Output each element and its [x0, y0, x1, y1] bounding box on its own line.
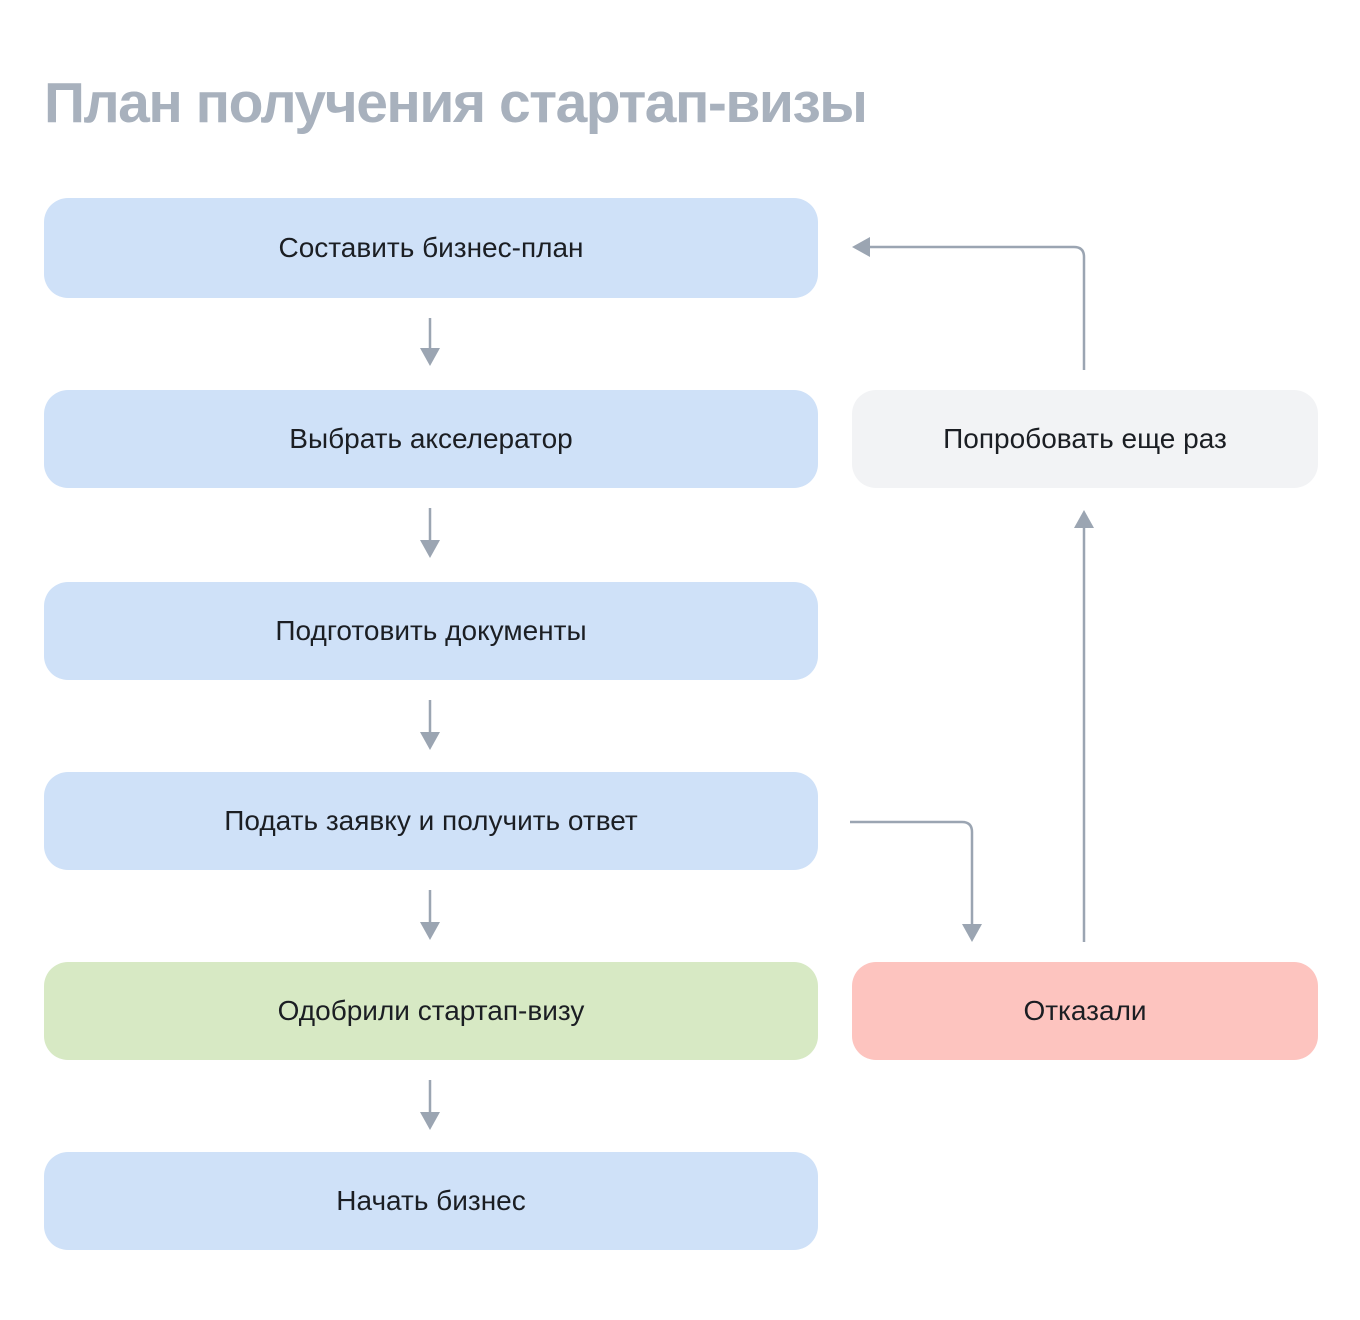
arrowhead-try-again-to-step1 — [852, 237, 870, 257]
node-try-again: Попробовать еще раз — [852, 390, 1318, 488]
arrowhead-rejected-to-try-again — [1074, 510, 1094, 528]
node-label: Попробовать еще раз — [943, 423, 1227, 454]
node-choose-accelerator: Выбрать акселератор — [44, 390, 818, 488]
node-create-business-plan: Составить бизнес-план — [44, 198, 818, 298]
node-label: Отказали — [1023, 995, 1147, 1026]
arrowhead-step2-step3 — [420, 540, 440, 558]
node-start-business: Начать бизнес — [44, 1152, 818, 1250]
node-prepare-documents: Подготовить документы — [44, 582, 818, 680]
connector-submit-to-rejected — [850, 820, 974, 924]
node-visa-approved: Одобрили стартап-визу — [44, 962, 818, 1060]
node-rejected: Отказали — [852, 962, 1318, 1060]
node-label: Составить бизнес-план — [278, 232, 584, 263]
arrowhead-step5-step6 — [420, 1112, 440, 1130]
node-label: Выбрать акселератор — [289, 423, 573, 454]
node-label: Одобрили стартап-визу — [277, 995, 585, 1026]
node-label: Начать бизнес — [336, 1185, 526, 1216]
arrowhead-submit-to-rejected — [962, 924, 982, 942]
arrowhead-step3-step4 — [420, 732, 440, 750]
connector-try-again-to-step1 — [870, 245, 1086, 370]
node-submit-application: Подать заявку и получить ответ — [44, 772, 818, 870]
node-label: Подготовить документы — [275, 615, 587, 646]
node-label: Подать заявку и получить ответ — [224, 805, 638, 836]
arrowhead-step1-step2 — [420, 348, 440, 366]
page-title: План получения стартап-визы — [44, 71, 868, 135]
arrowhead-step4-step5 — [420, 922, 440, 940]
